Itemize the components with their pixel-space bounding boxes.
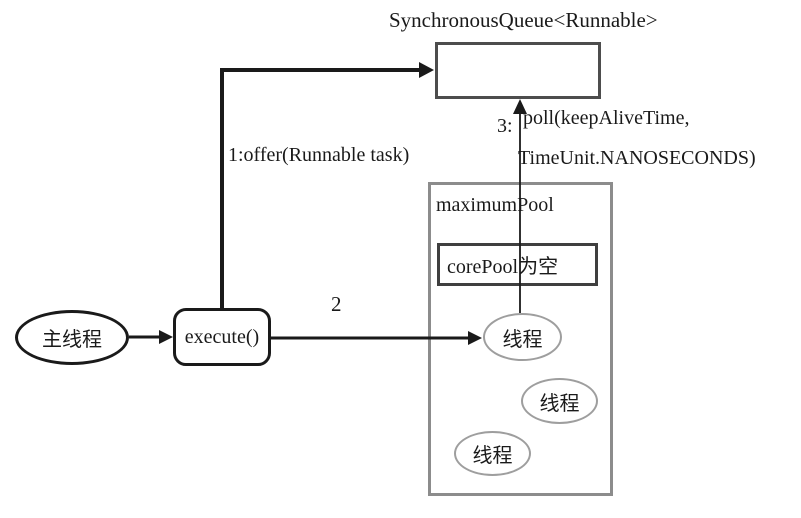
synchronous-queue-title: SynchronousQueue<Runnable> — [389, 8, 658, 32]
core-pool-label: corePool为空 — [447, 256, 559, 278]
thread-3-label: 线程 — [472, 445, 513, 467]
arrow-offer-to-queue — [220, 62, 434, 309]
thread-node-1: 线程 — [483, 313, 562, 361]
thread-node-3: 线程 — [454, 431, 531, 476]
main-thread-node: 主线程 — [15, 310, 129, 365]
execute-label: execute() — [184, 325, 260, 348]
arrow-main-to-execute — [129, 330, 173, 344]
step2-arrow-label: 2 — [331, 292, 342, 316]
poll-label-line2: TimeUnit.NANOSECONDS) — [518, 147, 756, 169]
thread-node-2: 线程 — [521, 378, 598, 424]
thread-2-label: 线程 — [539, 392, 580, 415]
main-thread-label: 主线程 — [42, 329, 102, 351]
maximum-pool-label: maximumPool — [436, 194, 554, 216]
core-pool-box: corePool为空 — [437, 243, 598, 286]
offer-arrow-label: 1:offer(Runnable task) — [228, 144, 410, 166]
thread-1-label: 线程 — [502, 328, 543, 351]
synchronous-queue-box — [435, 42, 601, 99]
execute-node: execute() — [173, 308, 271, 366]
step3-arrow-label: 3: — [497, 115, 513, 137]
poll-label-line1: poll(keepAliveTime, — [523, 107, 690, 129]
